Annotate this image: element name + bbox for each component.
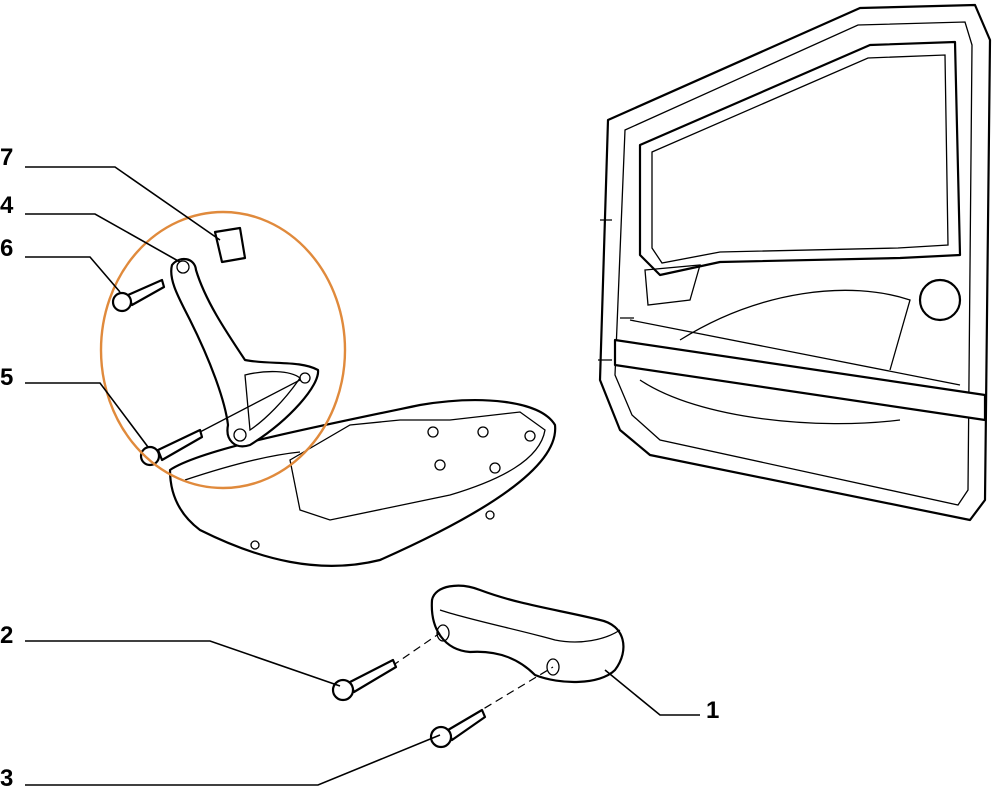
callout-4: 4	[0, 192, 14, 219]
leader-lines	[25, 166, 700, 786]
callout-3: 3	[0, 765, 14, 789]
callout-6: 6	[0, 235, 14, 262]
screw-part-3	[429, 708, 487, 749]
bracket-part-4	[170, 257, 320, 448]
screw-part-2	[331, 658, 398, 702]
screw-part-6	[111, 278, 166, 313]
grab-handle-part-1	[359, 584, 625, 736]
callout-1: 1	[706, 697, 720, 724]
highlight-circle	[99, 210, 347, 490]
callout-5: 5	[0, 364, 14, 391]
clip-part-7	[213, 226, 247, 264]
door-assembly	[598, 3, 992, 522]
callout-7: 7	[0, 144, 14, 171]
screw-part-5	[139, 379, 301, 467]
callout-2: 2	[0, 622, 14, 649]
door-trim-panel	[168, 399, 557, 567]
